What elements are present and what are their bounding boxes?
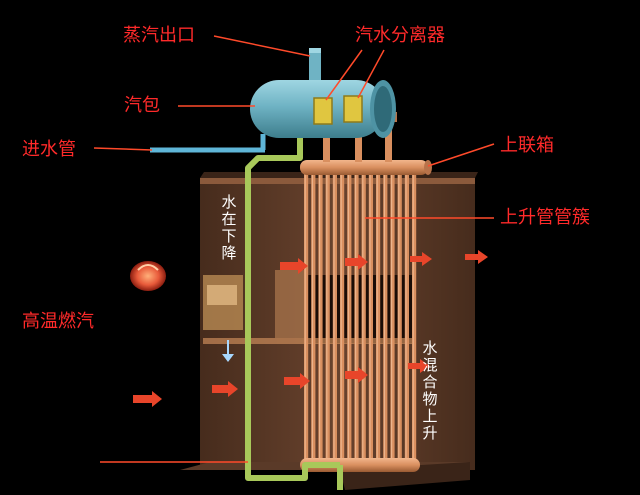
riser-tube [376,172,381,462]
riser-tube [354,172,359,462]
riser-tube [332,172,337,462]
riser-tube [368,172,373,462]
steam-water-separator [313,95,363,125]
gas-flow-arrow [212,381,238,397]
riser-tube [361,172,366,462]
riser-bundle-label: 上升管管簇 [500,207,590,228]
riser-tube-highlight [383,172,385,462]
flame-icon [130,261,166,291]
gas-flow-arrow [280,258,308,274]
upper-header-label: 上联箱 [500,135,554,156]
gas-flow-arrow [408,359,430,373]
riser-tube-highlight [369,172,371,462]
drum-label: 汽包 [124,95,160,116]
lower-header [300,458,420,472]
riser-tube [404,172,409,462]
gas-flow-arrows [133,250,488,407]
riser-tube-highlight [376,172,378,462]
riser-tube [311,172,316,462]
separator-label: 汽水分离器 [355,25,445,46]
riser-tube [397,172,402,462]
riser-tube-highlight [355,172,357,462]
riser-tube [390,172,395,462]
down-arrow-icon [222,340,234,362]
riser-tube-highlight [347,172,349,462]
riser-tube [325,172,330,462]
riser-tube-highlight [311,172,313,462]
riser-tube-highlight [398,172,400,462]
riser-tube [383,172,388,462]
gas-flow-arrow [133,391,162,407]
inlet-pipe [150,134,266,153]
riser-tube-highlight [412,172,414,462]
gas-flow-arrow [284,373,310,389]
riser-tube-highlight [362,172,364,462]
gas-flow-arrow [465,250,488,264]
riser-tube-highlight [326,172,328,462]
riser-tube-highlight [304,172,306,462]
riser-flow-label: 水混合物上升 [422,339,438,442]
gas-flow-arrow [345,254,368,270]
riser-tube-highlight [319,172,321,462]
gas-flow-arrow [410,252,432,266]
downcomer-pipe [245,130,343,490]
hot-gas-label: 高温燃汽 [22,311,94,332]
riser-tube [304,172,309,462]
riser-tube-highlight [340,172,342,462]
riser-tube-highlight [405,172,407,462]
leader-lines [93,35,495,463]
riser-tube [340,172,345,462]
riser-tube-bundle [304,172,417,462]
riser-tube [412,172,417,462]
upper-header [300,160,432,175]
steam-outlet-label: 蒸汽出口 [123,25,195,46]
riser-tube-highlight [391,172,393,462]
steam-outlet-pipe [309,48,321,86]
riser-tube [318,172,323,462]
downcomer-flow-label: 水在下降 [221,193,237,262]
riser-tube [347,172,352,462]
riser-tube-highlight [333,172,335,462]
gas-flow-arrow [345,367,368,383]
inlet-pipe-label: 进水管 [22,139,76,160]
